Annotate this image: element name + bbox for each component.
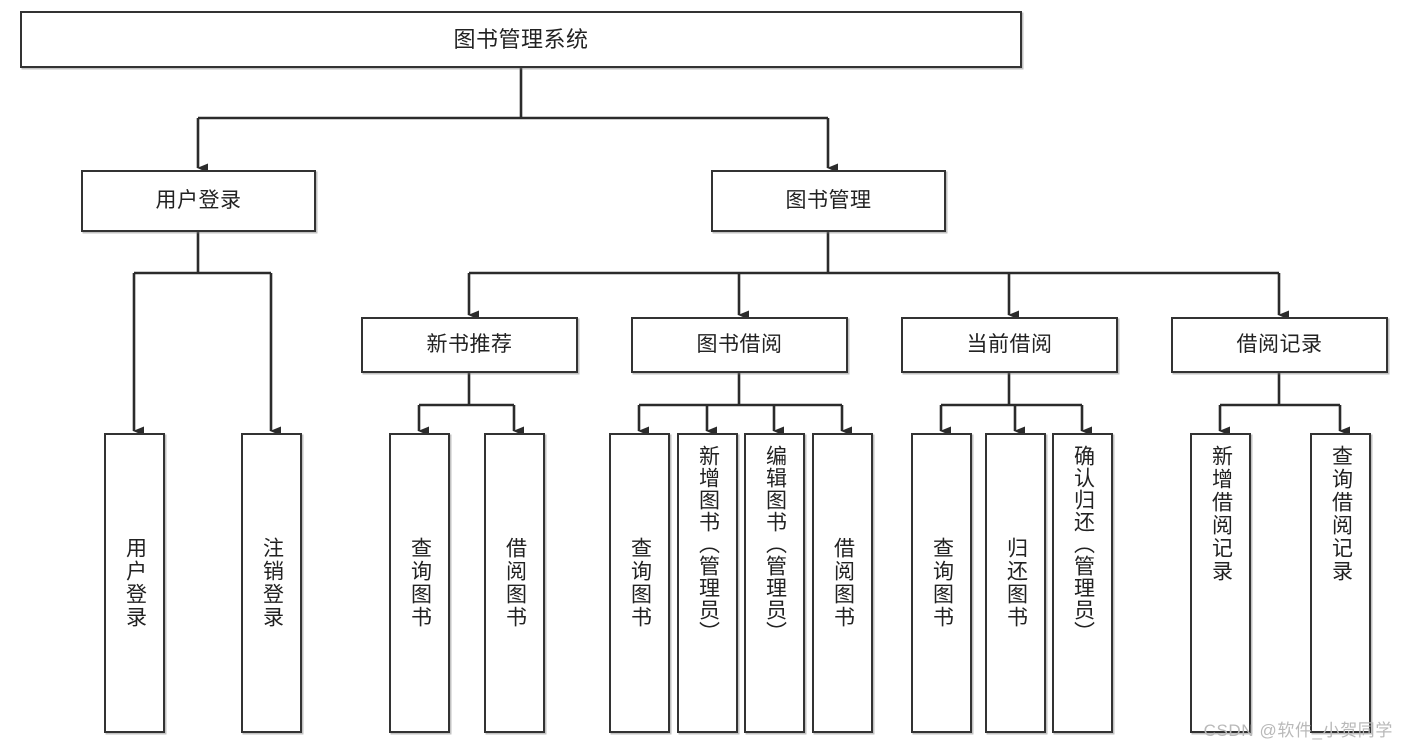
node-book-borrow[interactable]: 图书借阅 <box>631 317 848 373</box>
node-borrow-record[interactable]: 借阅记录 <box>1171 317 1388 373</box>
node-label: 确认归还（管理员） <box>1071 445 1095 643</box>
node-leaf-borrow-book-2[interactable]: 借阅图书 <box>812 433 873 733</box>
node-leaf-edit-book[interactable]: 编辑图书（管理员） <box>744 433 805 733</box>
node-leaf-query-book-2[interactable]: 查询图书 <box>609 433 670 733</box>
node-new-book-recommend[interactable]: 新书推荐 <box>361 317 578 373</box>
node-book-manage[interactable]: 图书管理 <box>711 170 946 232</box>
node-root[interactable]: 图书管理系统 <box>20 11 1022 68</box>
node-label: 新增借阅记录 <box>1209 445 1233 583</box>
node-label: 借阅图书 <box>503 537 527 629</box>
node-label: 用户登录 <box>123 537 147 629</box>
node-user-login[interactable]: 用户登录 <box>81 170 316 232</box>
node-leaf-query-book-1[interactable]: 查询图书 <box>389 433 450 733</box>
node-leaf-user-login[interactable]: 用户登录 <box>104 433 165 733</box>
node-label: 图书管理系统 <box>453 26 589 52</box>
node-leaf-query-record[interactable]: 查询借阅记录 <box>1310 433 1371 733</box>
node-label: 用户登录 <box>155 188 242 212</box>
node-label: 图书管理 <box>785 188 872 212</box>
node-label: 查询图书 <box>930 537 954 629</box>
node-label: 注销登录 <box>260 537 284 629</box>
node-leaf-query-book-3[interactable]: 查询图书 <box>911 433 972 733</box>
node-label: 编辑图书（管理员） <box>763 445 787 643</box>
node-label: 归还图书 <box>1004 537 1028 629</box>
node-label: 当前借阅 <box>966 332 1053 356</box>
node-leaf-confirm-return[interactable]: 确认归还（管理员） <box>1052 433 1113 733</box>
node-current-borrow[interactable]: 当前借阅 <box>901 317 1118 373</box>
node-label: 新书推荐 <box>426 332 513 356</box>
node-leaf-return-book[interactable]: 归还图书 <box>985 433 1046 733</box>
node-leaf-borrow-book-1[interactable]: 借阅图书 <box>484 433 545 733</box>
node-leaf-user-logout[interactable]: 注销登录 <box>241 433 302 733</box>
node-label: 借阅图书 <box>831 537 855 629</box>
node-label: 查询借阅记录 <box>1329 445 1353 583</box>
node-label: 图书借阅 <box>696 332 783 356</box>
node-leaf-add-book[interactable]: 新增图书（管理员） <box>677 433 738 733</box>
node-label: 借阅记录 <box>1236 332 1323 356</box>
node-label: 查询图书 <box>628 537 652 629</box>
node-leaf-add-record[interactable]: 新增借阅记录 <box>1190 433 1251 733</box>
node-label: 新增图书（管理员） <box>696 445 720 643</box>
node-label: 查询图书 <box>408 537 432 629</box>
